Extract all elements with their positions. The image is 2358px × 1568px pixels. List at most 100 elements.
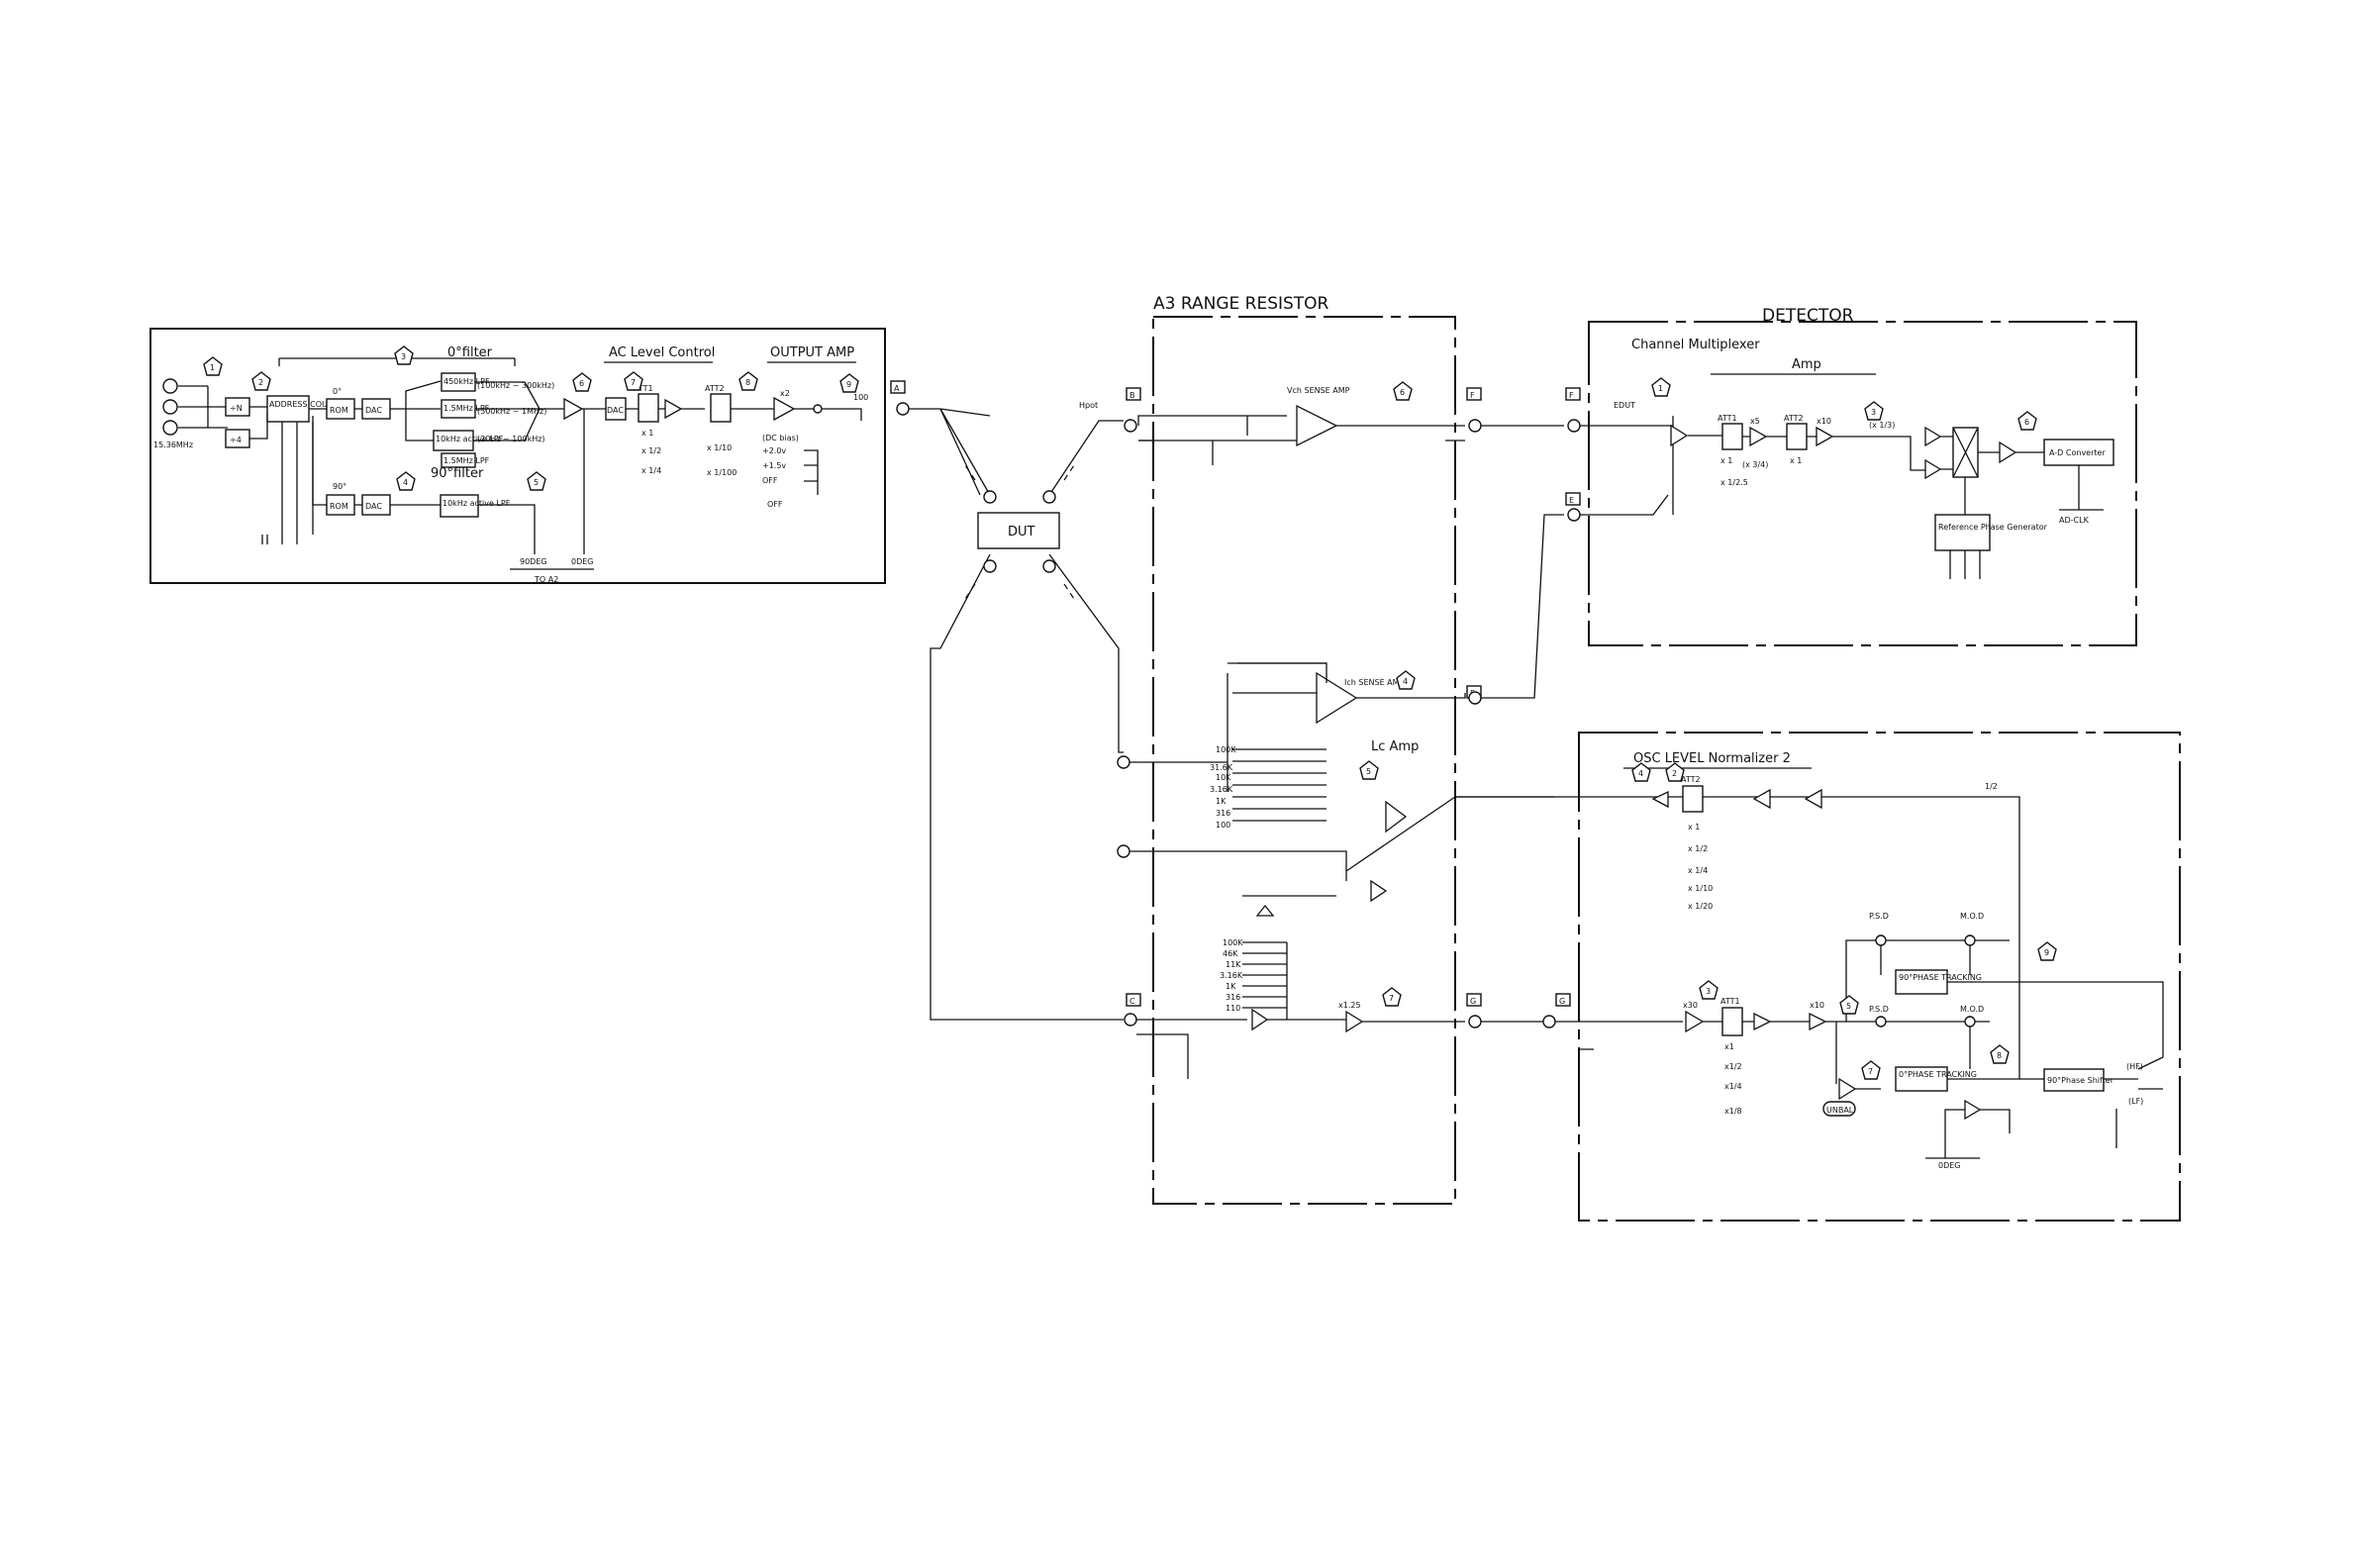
- bias-off2: OFF: [767, 500, 783, 509]
- track90-label: 90°PHASE TRACKING: [1899, 973, 1982, 982]
- shifter-label: 90°Phase Shifter: [2047, 1076, 2114, 1085]
- svg-text:4: 4: [403, 478, 408, 487]
- marker-det-1: 1: [1651, 377, 1671, 397]
- r-list2-3: 3.16K: [1220, 971, 1243, 980]
- marker-norm-7: 9: [2037, 941, 2057, 961]
- svg-text:4: 4: [1638, 769, 1643, 778]
- vch-sense-amp: [1296, 404, 1338, 447]
- mod2-label: M.O.D: [1960, 1005, 1984, 1014]
- tag-b: B: [1130, 391, 1135, 400]
- range-title: A3 RANGE RESISTOR: [1153, 294, 1329, 314]
- svg-text:1: 1: [1658, 384, 1663, 393]
- marker-norm-4: 5: [1839, 995, 1859, 1015]
- svg-text:7: 7: [1389, 994, 1394, 1003]
- shifter-box: [2043, 1068, 2105, 1092]
- norm-att-0: x 1: [1688, 823, 1700, 832]
- marker-range-1: 6: [1393, 381, 1413, 401]
- svg-text:7: 7: [631, 378, 636, 387]
- deg0-label: 0°: [333, 387, 342, 396]
- gain2-label: x2: [780, 389, 790, 398]
- r-list2-6: 110: [1226, 1004, 1240, 1013]
- track0-box: [1895, 1066, 1948, 1092]
- input-jack-1: [162, 378, 178, 394]
- det-x1b: x 1: [1790, 456, 1802, 465]
- r-list1-6: 100: [1216, 821, 1230, 830]
- dut-section: DUT: [930, 408, 1124, 1021]
- svg-text:3: 3: [1706, 987, 1711, 996]
- svg-text:9: 9: [846, 380, 851, 389]
- detector-section: DETECTOR Channel Multiplexer EDUT Amp AT…: [1567, 306, 2137, 646]
- mod1-label: M.O.D: [1960, 912, 1984, 921]
- att1-osc-label: ATT1: [634, 384, 653, 393]
- marker-5: 5: [527, 471, 546, 491]
- range2-label: (300kHz ~ 1MHz): [477, 407, 546, 416]
- r-list1-1: 31.6K: [1210, 763, 1233, 772]
- range3-label: (20Hz ~ 100kHz): [477, 435, 545, 443]
- marker-7: 7: [624, 371, 643, 391]
- det-x10: x10: [1817, 417, 1831, 426]
- freq-label: 15.36MHz: [153, 441, 193, 449]
- svg-text:5: 5: [1846, 1002, 1851, 1011]
- detector-title: DETECTOR: [1762, 306, 1854, 326]
- att2-osc-label: ATT2: [705, 384, 725, 393]
- dac-90-label: DAC: [365, 502, 382, 511]
- dc-bias-label: (DC bias): [762, 434, 799, 442]
- lpf2b-label: 1.5MHz LPF: [443, 456, 490, 465]
- filter90-title: 90°filter: [431, 466, 484, 481]
- svg-text:8: 8: [1997, 1051, 2002, 1060]
- norm-att-2: x 1/4: [1688, 866, 1708, 875]
- svg-text:3: 3: [401, 352, 406, 361]
- ref-phase-label: Reference Phase Generator: [1938, 523, 2048, 532]
- ref-phase-box: [1934, 514, 1991, 551]
- ac-level-title: AC Level Control: [609, 345, 715, 360]
- marker-norm-3: 3: [1699, 980, 1719, 1000]
- svg-text:6: 6: [2024, 418, 2029, 427]
- det-att2-label: ATT2: [1784, 414, 1804, 423]
- svg-text:2: 2: [258, 378, 263, 387]
- test-point-markers: 1 2 3 4 5 6 7 8 9 6 4 5: [203, 345, 2057, 1080]
- marker-8: 8: [738, 371, 758, 391]
- r-list2-4: 1K: [1226, 982, 1236, 991]
- svg-text:1: 1: [210, 363, 215, 372]
- rom-0-label: ROM: [330, 406, 348, 415]
- range-resistor-section: A3 RANGE RESISTOR Vch SENSE AMP Ich SENS…: [1117, 294, 1564, 1205]
- to-a2-label: TO A2: [534, 575, 558, 584]
- lpf3-label: 10kHz active LPF: [436, 435, 504, 443]
- r-list1-0: 100K: [1216, 745, 1236, 754]
- ad-clk-label: AD-CLK: [2059, 516, 2090, 525]
- r-list1-3: 3.16K: [1210, 785, 1233, 794]
- lpf90-label: 10kHz active LPF: [442, 499, 511, 508]
- chmux-title: Channel Multiplexer: [1631, 338, 1760, 352]
- psd2-label: P.S.D: [1869, 1005, 1889, 1014]
- svg-text:8: 8: [745, 378, 750, 387]
- lc-amp-label: Lc Amp: [1371, 739, 1419, 754]
- marker-range-4: 7: [1382, 987, 1402, 1007]
- bias-15v: +1.5v: [762, 461, 786, 470]
- edut-label: EDUT: [1614, 401, 1635, 410]
- half-label: 1/2: [1985, 782, 1998, 791]
- deg90-label: 90°: [333, 482, 346, 491]
- svg-text:4: 4: [1403, 677, 1408, 686]
- input-jack-2: [162, 399, 178, 415]
- det-att1-label: ATT1: [1718, 414, 1737, 423]
- oscillator-section: 15.36MHz ÷N ÷4 ADDRESS COUNTER ROM DAC 0…: [149, 328, 991, 584]
- ad-conv-label: A-D Converter: [2049, 448, 2106, 457]
- svg-text:5: 5: [534, 478, 539, 487]
- att1-x4: x 1/4: [641, 466, 661, 475]
- norm-att-4: x 1/20: [1688, 902, 1713, 911]
- hf-label: (HF): [2126, 1062, 2143, 1071]
- normalizer-section: OSC LEVEL Normalizer 2 ATT2 x 1 x 1/2 x …: [1455, 732, 2181, 1222]
- r-list2-1: 46K: [1223, 949, 1238, 958]
- svg-text:9: 9: [2044, 948, 2049, 957]
- port-tags: A B Hpot C F F E E G G: [890, 380, 1581, 1007]
- deg0-out-label: 0DEG: [571, 557, 594, 566]
- tag-f-det: F: [1569, 391, 1574, 400]
- marker-range-3: 5: [1359, 760, 1379, 780]
- norm-title: OSC LEVEL Normalizer 2: [1633, 751, 1791, 766]
- tag-f-right: F: [1470, 391, 1475, 400]
- svg-text:6: 6: [1400, 388, 1405, 397]
- marker-2: 2: [251, 371, 271, 391]
- r-list2-0: 100K: [1223, 938, 1243, 947]
- tag-c: C: [1130, 997, 1135, 1006]
